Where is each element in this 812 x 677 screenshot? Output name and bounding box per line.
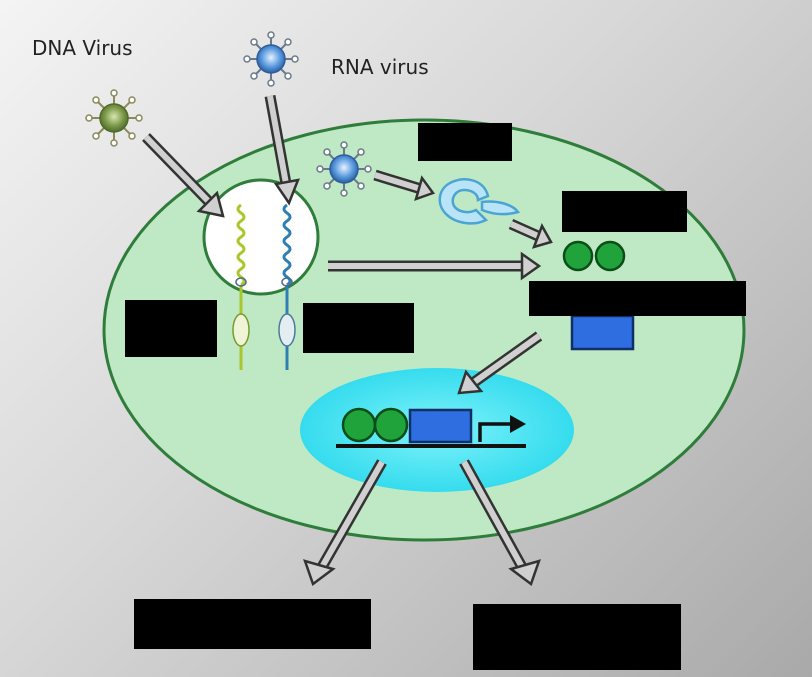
- redaction-box: [418, 123, 512, 161]
- rna-virus-icon: [243, 31, 299, 87]
- rna-virus-label: RNA virus: [331, 55, 429, 79]
- arrow-endosome-to-adaptor: [328, 251, 542, 281]
- dna-virus-label: DNA Virus: [32, 36, 133, 60]
- transcription-factor-dimer: [562, 240, 626, 272]
- redaction-box: [125, 300, 217, 357]
- redaction-box: [303, 303, 414, 353]
- redaction-box: [473, 604, 681, 670]
- receptor-icon: [278, 203, 296, 370]
- dna-virus-icon: [85, 89, 143, 147]
- redaction-box: [134, 599, 371, 649]
- receptor-icon: [232, 203, 250, 370]
- sensor-icon: [438, 178, 521, 225]
- arrow-dna-to-endosome: [142, 133, 225, 218]
- transcription-factor-box: [570, 314, 635, 351]
- endosome: [202, 178, 320, 296]
- arrow-nucleus-output-left: [303, 459, 387, 587]
- arrow-sensor-to-adaptor: [508, 218, 553, 249]
- arrow-to-nucleus: [457, 331, 543, 395]
- redaction-box: [529, 281, 746, 316]
- arrow-rna-to-endosome: [264, 95, 300, 206]
- arrow-rna-to-sensor: [373, 169, 436, 201]
- promoter-arrow-icon: [478, 415, 526, 442]
- gene-complex: [336, 407, 526, 448]
- arrow-nucleus-output-right: [459, 459, 541, 587]
- rna-virus-icon: [316, 141, 372, 197]
- redaction-box: [562, 191, 687, 232]
